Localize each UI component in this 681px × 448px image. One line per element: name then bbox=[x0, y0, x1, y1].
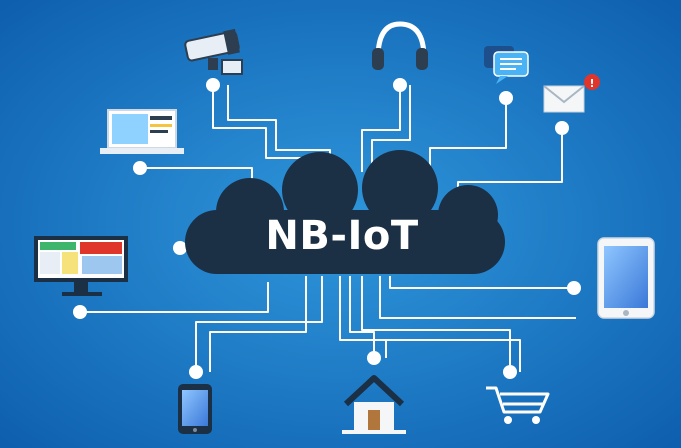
line-chat bbox=[429, 98, 507, 168]
cloud-shape bbox=[185, 150, 505, 274]
mail-notification-icon: ! bbox=[543, 74, 600, 113]
smartphone-icon bbox=[178, 384, 212, 434]
dot-laptop bbox=[133, 161, 147, 175]
mail-badge bbox=[584, 74, 600, 90]
dot-phone bbox=[189, 365, 203, 379]
chat-bubbles-icon bbox=[484, 46, 529, 84]
desktop-monitor-icon bbox=[34, 236, 128, 296]
line-phone-2 bbox=[209, 276, 307, 372]
line-cart bbox=[361, 276, 511, 372]
shopping-cart-icon bbox=[486, 386, 550, 424]
dot-left-lower bbox=[73, 305, 87, 319]
line-house-2 bbox=[339, 276, 387, 358]
line-cart-2 bbox=[372, 339, 521, 372]
dot-desktop bbox=[173, 241, 187, 255]
line-headphones-2 bbox=[371, 85, 411, 170]
line-tablet bbox=[389, 276, 574, 289]
dot-mail bbox=[555, 121, 569, 135]
dot-chat bbox=[499, 91, 513, 105]
mail-badge-text: ! bbox=[589, 77, 594, 90]
headphones-icon bbox=[372, 21, 428, 70]
laptop-icon bbox=[100, 109, 184, 154]
connection-dots bbox=[73, 78, 581, 379]
line-right-lower bbox=[379, 276, 576, 319]
line-left-lower bbox=[80, 282, 269, 313]
dot-camera bbox=[206, 78, 220, 92]
tablet-icon bbox=[597, 237, 655, 319]
security-camera-icon bbox=[184, 28, 243, 75]
dot-tablet bbox=[567, 281, 581, 295]
line-phone bbox=[195, 276, 323, 372]
house-icon bbox=[342, 375, 406, 434]
dot-house bbox=[367, 351, 381, 365]
dot-headphones bbox=[393, 78, 407, 92]
line-house bbox=[349, 276, 375, 358]
dot-cart bbox=[503, 365, 517, 379]
connection-lines bbox=[80, 85, 576, 372]
cloud-title: NB-IoT bbox=[265, 213, 418, 259]
line-headphones bbox=[361, 85, 401, 172]
